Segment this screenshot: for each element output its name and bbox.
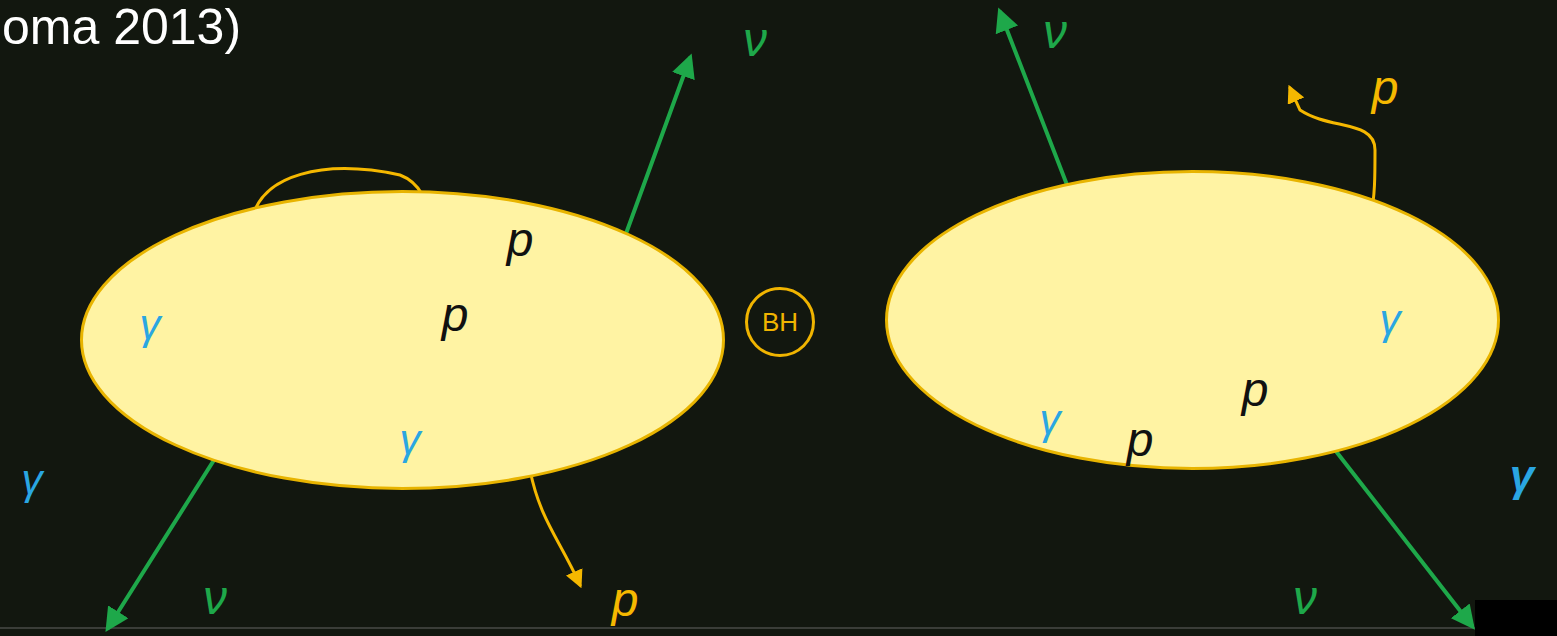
gamma-label: γ bbox=[1510, 454, 1534, 498]
node-text: γ bbox=[1380, 299, 1401, 341]
gamma-label: γ bbox=[22, 459, 43, 501]
neutrino-label: ν bbox=[1043, 8, 1067, 56]
node-text: p bbox=[507, 216, 534, 264]
title-fragment: oma 2013) bbox=[2, 2, 241, 52]
emission-region: p γ p γ bbox=[80, 190, 725, 490]
node-text: p bbox=[442, 291, 469, 339]
neutrino-label: ν bbox=[1293, 574, 1317, 622]
neutrino-label: ν bbox=[743, 16, 767, 64]
footer-line bbox=[0, 627, 1557, 629]
node-text: p bbox=[1242, 366, 1269, 414]
node-text: γ bbox=[400, 419, 421, 461]
proton-label: p bbox=[1372, 64, 1399, 112]
ellipse-outline bbox=[885, 170, 1500, 470]
node-text: BH bbox=[762, 309, 798, 335]
proton-label: p bbox=[612, 576, 639, 624]
node-text: γ bbox=[1040, 399, 1061, 441]
neutrino-label: ν bbox=[203, 574, 227, 622]
node-text: p bbox=[1127, 416, 1154, 464]
corner-block bbox=[1475, 600, 1557, 636]
node-text: γ bbox=[140, 304, 161, 346]
neutrino-arrow bbox=[1335, 450, 1472, 626]
black-hole: BH bbox=[745, 287, 815, 357]
neutrino-arrow bbox=[620, 58, 690, 250]
emission-region: γ p γ p bbox=[885, 170, 1500, 470]
